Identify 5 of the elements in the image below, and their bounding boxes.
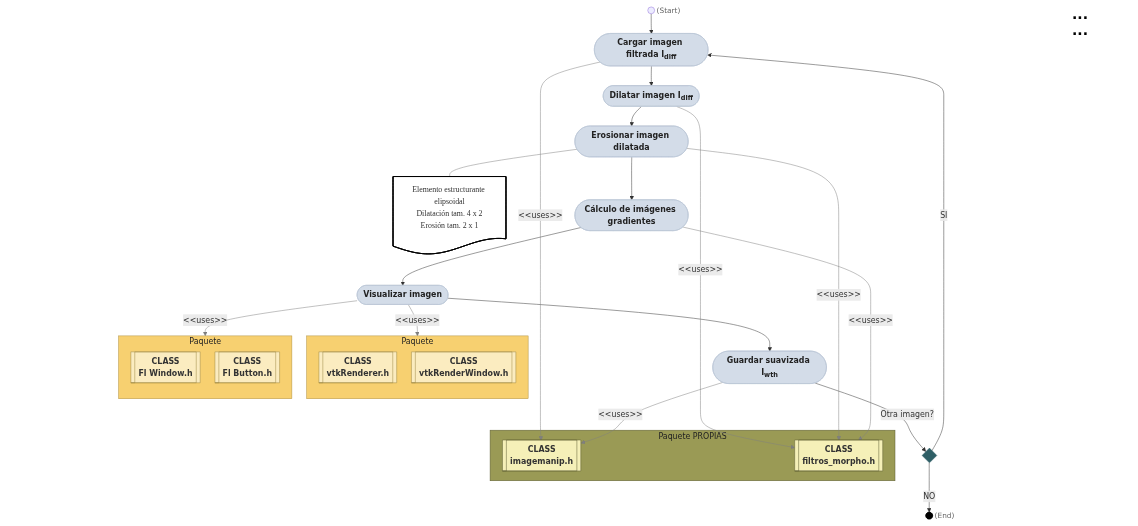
ellipsis-mark: ... [1072, 22, 1089, 38]
connector [449, 149, 578, 178]
node-circle [647, 6, 655, 15]
ellipsis-mark: ... [1072, 6, 1089, 22]
node-diamond [921, 447, 938, 464]
